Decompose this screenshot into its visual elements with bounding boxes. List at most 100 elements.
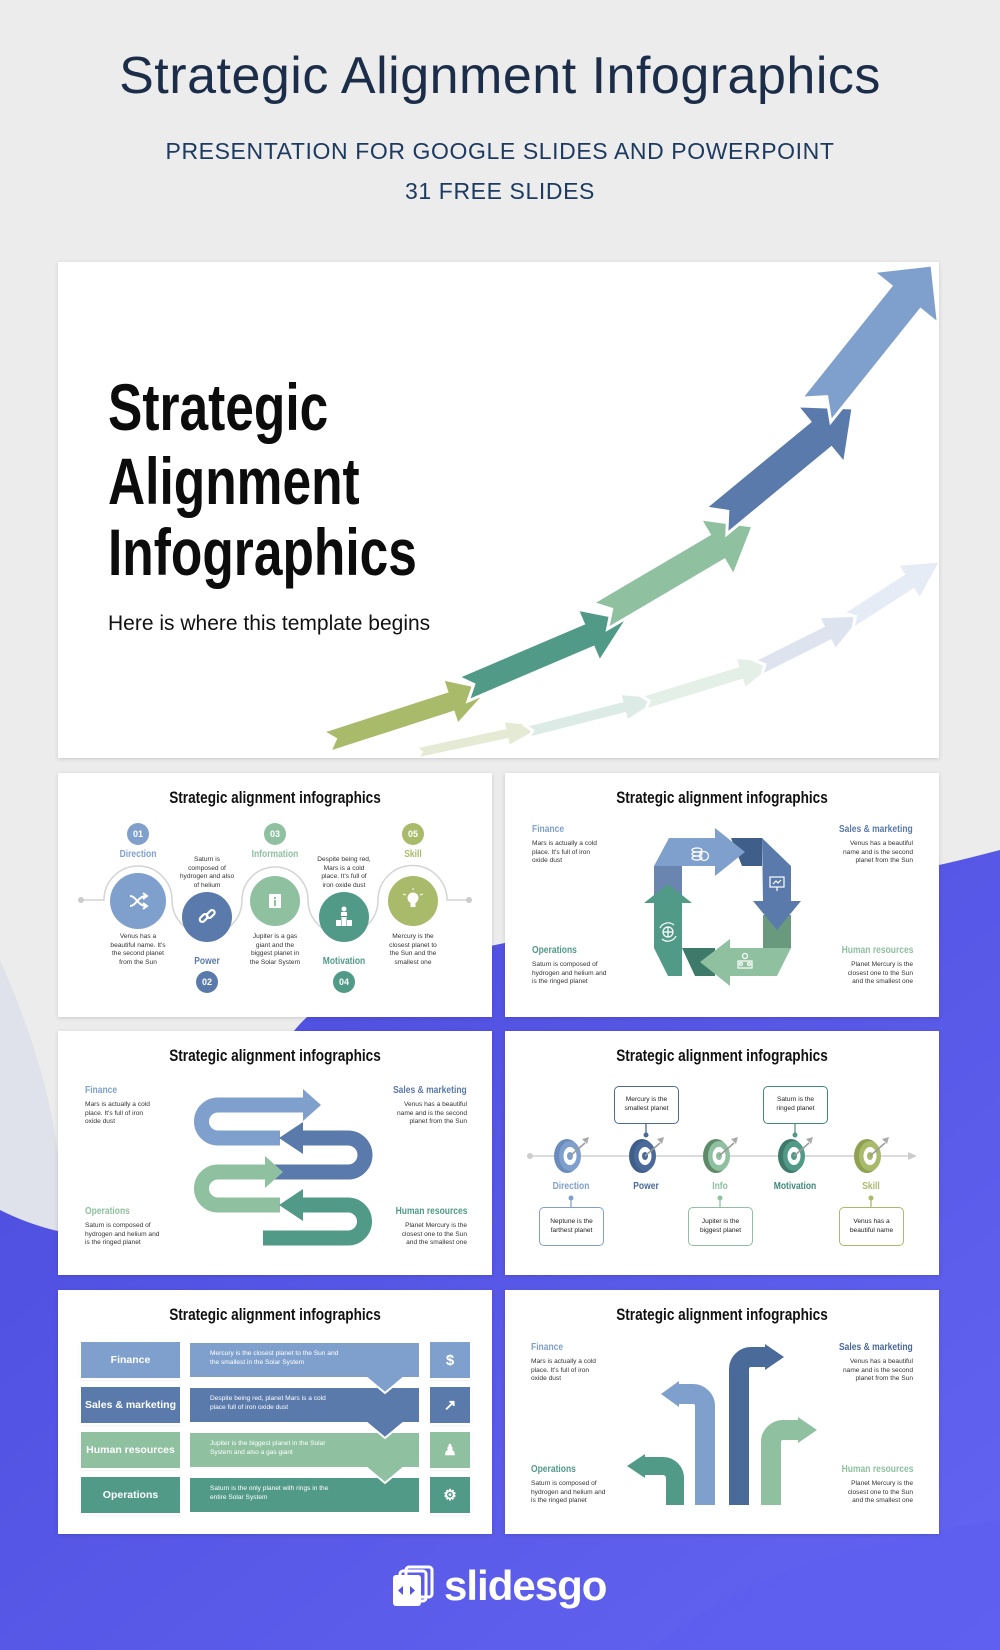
coins-icon: $	[430, 1342, 470, 1378]
page-title: Strategic Alignment Infographics	[119, 47, 881, 105]
connector-dot	[868, 1195, 874, 1201]
item-text: Saturn is composed of hydrogen and heliu…	[531, 1480, 606, 1505]
row-label: Finance	[81, 1342, 180, 1378]
item-text: Saturn is composed of hydrogen and heliu…	[532, 961, 607, 986]
cover-title-line: Alignment	[108, 444, 360, 518]
dart-fletch	[882, 1137, 889, 1144]
presentation-icon	[769, 876, 785, 891]
target-label: Info	[712, 1181, 728, 1192]
faded-arrow	[637, 655, 784, 713]
connector-dot	[717, 1195, 723, 1201]
dart-fletch	[731, 1137, 738, 1144]
item-text: Mars is actually a cold place. It's full…	[532, 840, 597, 865]
slidesgo-logo[interactable]: slidesgo	[392, 1562, 607, 1610]
item-text: Venus has a beautiful name and is the se…	[396, 1101, 467, 1126]
step-number: 04	[333, 971, 355, 993]
lightbulb-icon	[402, 888, 424, 907]
growth-arrow	[797, 263, 939, 426]
item-text: Venus has a beautiful name and is the se…	[842, 840, 913, 865]
row-text: Despite being red, planet Mars is a cold…	[210, 1395, 326, 1411]
connector-dot	[568, 1195, 574, 1201]
target-label: Motivation	[773, 1181, 817, 1192]
item-label: Operations	[531, 1464, 576, 1475]
row-text: Saturn is the only planet with rings in …	[210, 1485, 329, 1501]
arrows-slide[interactable]: Strategic alignment infographics Finance…	[505, 1290, 939, 1534]
info-box: Venus has a beautiful name	[839, 1207, 904, 1246]
cycle-slide[interactable]: Strategic alignment infographics Finance…	[505, 773, 939, 1017]
item-text: Planet Mercury is the closest one to the…	[401, 1222, 467, 1247]
slide-title: Strategic alignment infographics	[616, 788, 828, 807]
timeline-diagram	[78, 864, 472, 942]
chevron-rows	[188, 1341, 421, 1514]
faded-arrow	[411, 719, 552, 758]
dart-icon	[793, 1142, 810, 1157]
target-label: Power	[633, 1181, 659, 1192]
cover-title-line: Infographics	[108, 515, 417, 589]
info-box: Mercury is the smallest planet	[614, 1086, 679, 1124]
item-label: Sales & marketing	[839, 1342, 913, 1353]
faded-arrow	[521, 691, 669, 741]
item-label: Finance	[532, 824, 565, 835]
row-text: Mercury is the closest planet to the Sun…	[210, 1350, 339, 1366]
row-label: Sales & marketing	[81, 1387, 180, 1423]
item-label: Sales & marketing	[393, 1085, 467, 1096]
snake-slide[interactable]: Strategic alignment infographics Finance…	[58, 1031, 492, 1275]
slidesgo-logo-icon	[393, 1565, 434, 1606]
step-text: Mercury is the closest planet to the Sun…	[389, 933, 437, 966]
slide-title: Strategic alignment infographics	[169, 1305, 381, 1324]
growth-arrow	[701, 404, 855, 538]
item-label: Operations	[85, 1206, 130, 1217]
slide-title: Strategic alignment infographics	[616, 1046, 828, 1065]
slides-count: 31 FREE SLIDES	[405, 178, 595, 204]
dart-fletch	[806, 1137, 813, 1144]
table-slide[interactable]: Strategic alignment infographics Finance…	[58, 1290, 492, 1534]
snake-arrows	[194, 1089, 373, 1246]
dart-fletch	[582, 1137, 589, 1144]
info-box: Saturn is the ringed planet	[763, 1086, 828, 1124]
step-text: Jupiter is a gas giant and the biggest p…	[249, 933, 301, 966]
faded-arrow	[750, 613, 868, 679]
target-label: Direction	[552, 1181, 590, 1192]
info-box: Jupiter is the biggest planet	[688, 1207, 753, 1246]
dart-icon	[869, 1142, 886, 1157]
team-icon: ♟	[430, 1432, 470, 1468]
item-text: Mars is actually a cold place. It's full…	[531, 1358, 596, 1383]
faded-arrow	[839, 559, 939, 633]
cycle-diagram	[644, 828, 801, 986]
target-slide[interactable]: Strategic alignment infographics Directi…	[505, 1031, 939, 1275]
dart-icon	[644, 1142, 661, 1157]
timeline-slide[interactable]: Strategic alignment infographics 01 02 0…	[58, 773, 492, 1017]
page-subtitle: PRESENTATION FOR GOOGLE SLIDES AND POWER…	[165, 138, 835, 164]
slide-title: Strategic alignment infographics	[616, 1305, 828, 1324]
row-label: Human resources	[81, 1432, 180, 1468]
step-label: Motivation	[322, 956, 366, 967]
step-text: Saturn is composed of hydrogen and also …	[179, 856, 235, 889]
cover-subtitle: Here is where this template begins	[108, 612, 431, 635]
brand-name: slidesgo	[444, 1562, 607, 1609]
shuffle-icon	[129, 892, 149, 910]
step-text: Despite being red, Mars is a cold place.…	[317, 856, 371, 889]
item-text: Planet Mercury is the closest one to the…	[847, 961, 913, 986]
item-label: Human resources	[841, 1464, 913, 1475]
row-text: Jupiter is the biggest planet in the Sol…	[210, 1440, 326, 1456]
slide-title: Strategic alignment infographics	[169, 788, 381, 807]
coins-icon	[691, 847, 710, 862]
item-label: Finance	[531, 1342, 564, 1353]
target-label: Skill	[862, 1181, 880, 1192]
cover-title-line: Strategic	[108, 370, 329, 444]
bent-arrows	[627, 1344, 817, 1505]
dart-icon	[718, 1142, 735, 1157]
item-text: Venus has a beautiful name and is the se…	[842, 1358, 913, 1383]
dart-fletch	[657, 1137, 664, 1144]
item-label: Sales & marketing	[839, 824, 913, 835]
growth-arrow	[454, 607, 630, 704]
item-label: Finance	[85, 1085, 118, 1096]
item-text: Mars is actually a cold place. It's full…	[85, 1101, 150, 1126]
step-label: Power	[194, 956, 220, 967]
link-icon	[198, 908, 216, 924]
item-text: Saturn is composed of hydrogen and heliu…	[85, 1222, 160, 1247]
connector-dot	[792, 1132, 798, 1138]
cover-slide[interactable]: Strategic Alignment Infographics Here is…	[58, 262, 939, 758]
item-label: Human resources	[395, 1206, 467, 1217]
cover-arrows	[318, 263, 939, 758]
